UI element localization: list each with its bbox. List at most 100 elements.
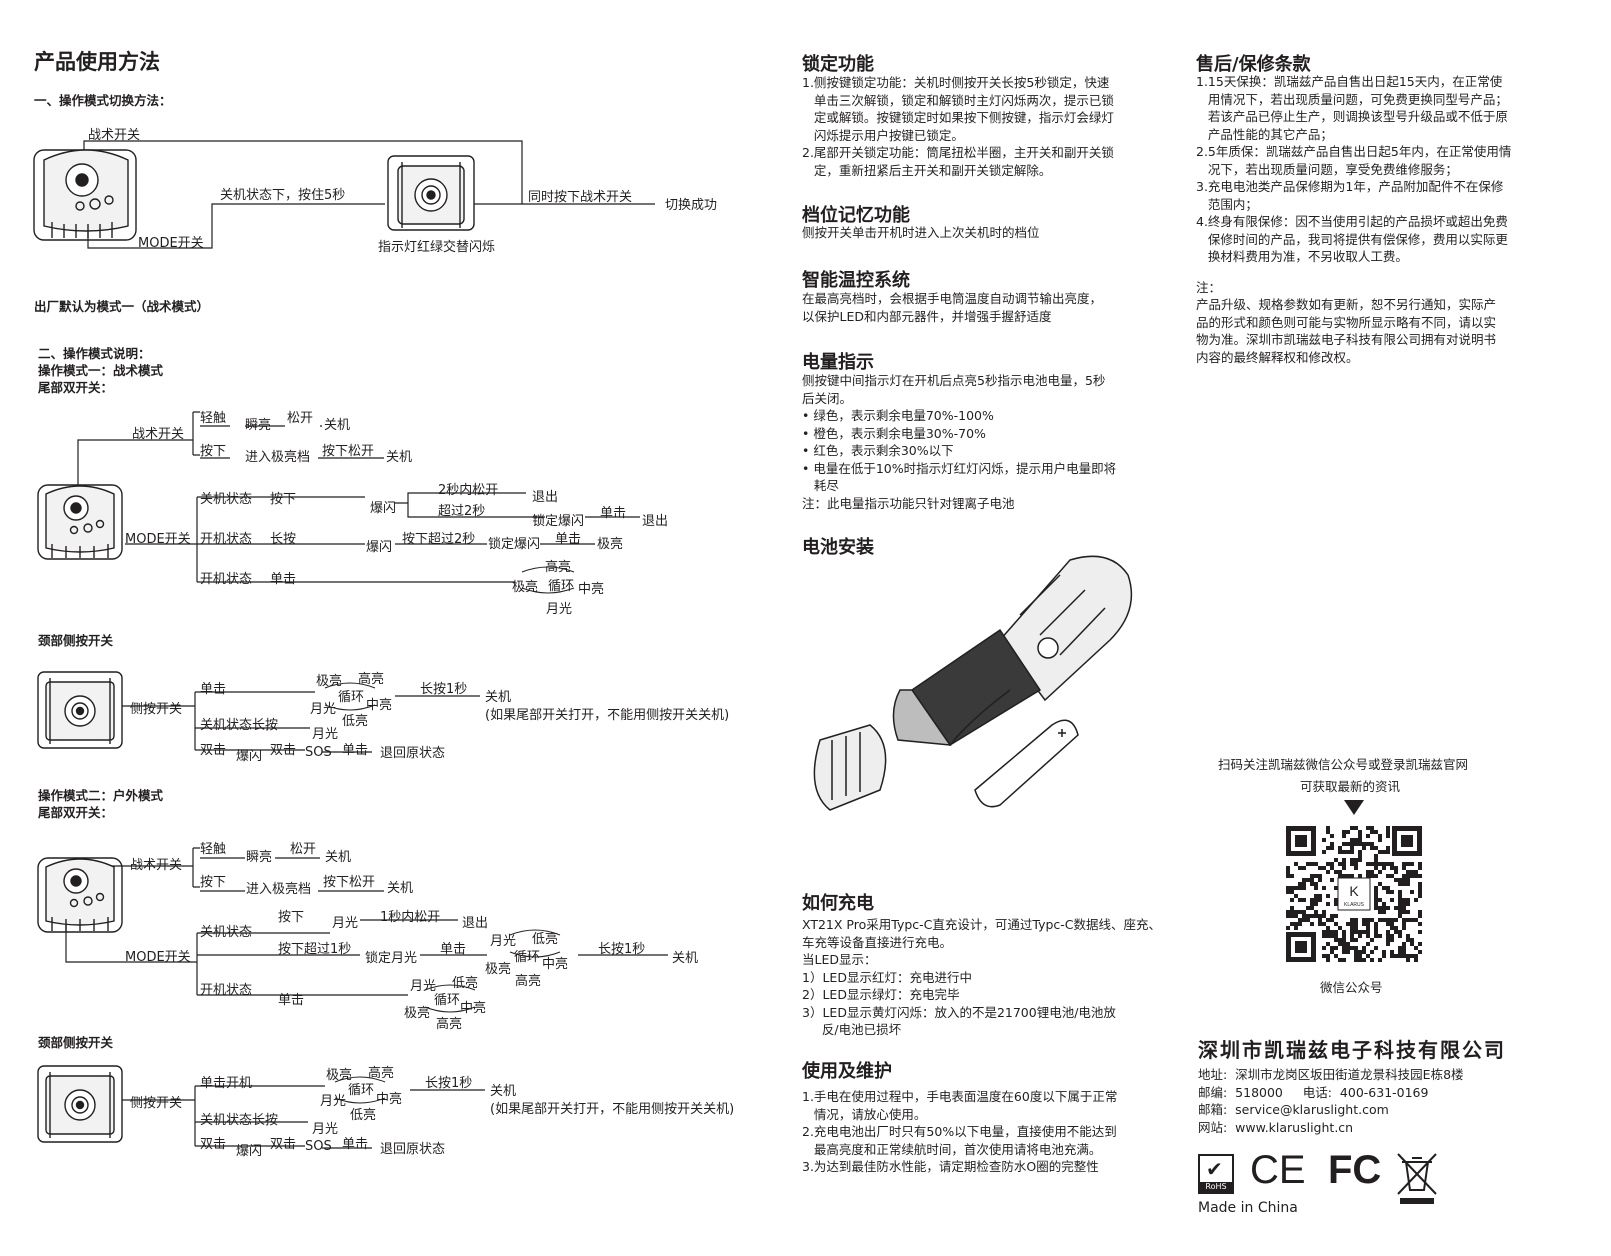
qr-module: [1350, 930, 1354, 934]
qr-module: [1366, 862, 1370, 866]
qr-module: [1390, 918, 1394, 922]
qr-module: [1418, 922, 1422, 926]
power-text: 侧按键中间指示灯在开机后点亮5秒指示电池电量，5秒 后关闭。 • 绿色，表示剩余…: [802, 373, 1117, 511]
qr-module: [1334, 886, 1338, 890]
qr-module: [1330, 946, 1334, 950]
qr-module: [1302, 898, 1306, 902]
label: 退出: [462, 916, 489, 931]
label: 中亮: [578, 582, 605, 597]
label: 中亮: [376, 1092, 403, 1107]
qr-module: [1410, 942, 1414, 946]
qr-module: [1354, 950, 1358, 954]
label: 低亮: [342, 714, 369, 729]
label: (如果尾部开关打开，不能用侧按开关关机): [490, 1102, 735, 1117]
qr-module: [1418, 914, 1422, 918]
qr-module: [1310, 898, 1314, 902]
qr-module: [1350, 842, 1354, 846]
label: 侧按开关: [130, 1096, 183, 1111]
label: 关机: [490, 1084, 517, 1099]
lock-text: 1.侧按键锁定功能：关机时侧按开关长按5秒锁定，快速 单击三次解锁，锁定和解锁时…: [802, 75, 1114, 178]
qr-module: [1390, 866, 1394, 870]
qr-module: [1358, 950, 1362, 954]
qr-module: [1370, 862, 1374, 866]
factory-default: 出厂默认为模式一（战术模式）: [34, 299, 210, 314]
qr-module: [1370, 874, 1374, 878]
qr-module: [1326, 954, 1330, 958]
contact-label: 地址:: [1198, 1067, 1228, 1082]
qr-module: [1366, 874, 1370, 878]
qr-module: [1394, 906, 1398, 910]
neck-switch-heading: 颈部侧按开关: [38, 633, 114, 648]
qr-module: [1294, 926, 1298, 930]
label-both-press: 同时按下战术开关: [528, 190, 633, 205]
qr-module: [1414, 946, 1418, 950]
qr-module: [1378, 870, 1382, 874]
qr-module: [1350, 858, 1354, 862]
qr-module: [1398, 898, 1402, 902]
qr-module: [1358, 934, 1362, 938]
qr-module: [1294, 886, 1298, 890]
label: 按下: [200, 875, 227, 890]
label: 月光: [490, 934, 517, 949]
qr-module: [1342, 930, 1346, 934]
qr-module: [1350, 826, 1354, 830]
qr-module: [1374, 866, 1378, 870]
lock-title: 锁定功能: [802, 54, 874, 75]
qr-module: [1290, 874, 1294, 878]
qr-module: [1390, 954, 1394, 958]
qr-code[interactable]: K KLARUS: [1286, 826, 1422, 962]
qr-module: [1398, 914, 1402, 918]
label: 锁定爆闪: [488, 537, 541, 552]
qr-module: [1290, 906, 1294, 910]
label: 关机状态: [200, 492, 253, 507]
website-link[interactable]: www.klaruslight.cn: [1235, 1119, 1354, 1135]
qr-module: [1358, 850, 1362, 854]
qr-module: [1318, 922, 1322, 926]
label: MODE开关: [125, 950, 191, 965]
label: 退出: [532, 490, 559, 505]
qr-module: [1370, 950, 1374, 954]
qr-module: [1374, 934, 1378, 938]
label: 超过2秒: [438, 504, 486, 519]
qr-module: [1318, 874, 1322, 878]
qr-module: [1290, 910, 1294, 914]
qr-module: [1382, 954, 1386, 958]
qr-module: [1350, 838, 1354, 842]
fc-icon: FC: [1328, 1148, 1382, 1192]
qr-module: [1310, 878, 1314, 882]
label: 月光: [312, 727, 339, 742]
qr-module: [1326, 930, 1330, 934]
label: 双击: [270, 743, 297, 758]
label: 2秒内松开: [438, 483, 499, 498]
qr-module: [1354, 862, 1358, 866]
qr-module: [1382, 906, 1386, 910]
qr-module: [1326, 902, 1330, 906]
qr-module: [1290, 898, 1294, 902]
qr-module: [1386, 938, 1390, 942]
contact-label: 邮编:: [1198, 1084, 1228, 1100]
qr-module: [1418, 882, 1422, 886]
qr-module: [1382, 862, 1386, 866]
qr-module: [1298, 882, 1302, 886]
qr-module: [1382, 950, 1386, 954]
label: 高亮: [436, 1017, 463, 1032]
label: 低亮: [532, 932, 559, 947]
qr-module: [1310, 914, 1314, 918]
qr-module: [1398, 930, 1402, 934]
email-link[interactable]: service@klaruslight.com: [1235, 1102, 1389, 1117]
qr-module: [1386, 830, 1390, 834]
qr-module: [1286, 886, 1290, 890]
qr-module: [1406, 934, 1410, 938]
qr-module: [1402, 898, 1406, 902]
qr-module: [1286, 866, 1290, 870]
qr-module: [1326, 958, 1330, 962]
label: 低亮: [350, 1108, 377, 1123]
label: 单击: [342, 743, 369, 758]
qr-module: [1374, 902, 1378, 906]
qr-module: [1350, 850, 1354, 854]
label: 单击: [342, 1137, 369, 1152]
label: 退回原状态: [380, 1142, 446, 1157]
qr-module: [1298, 922, 1302, 926]
